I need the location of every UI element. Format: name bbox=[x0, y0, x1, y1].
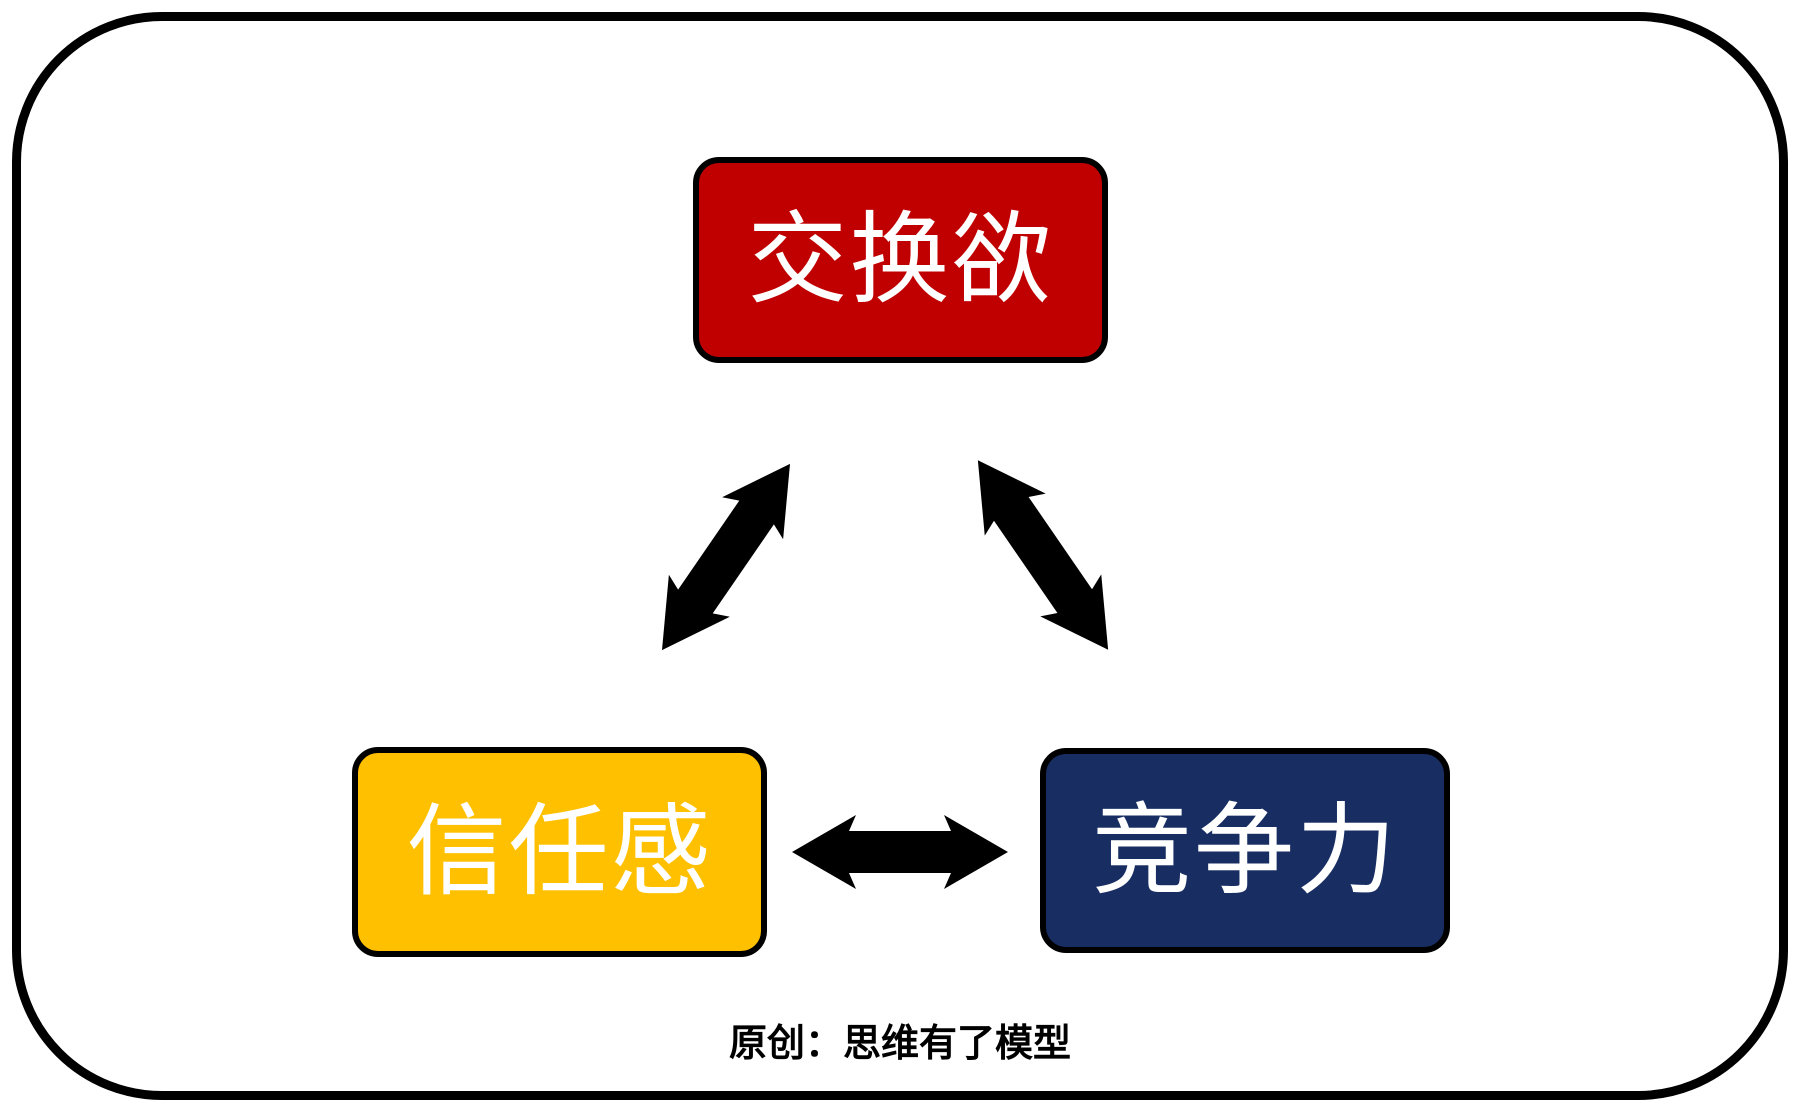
node-trust: 信任感 bbox=[352, 747, 767, 957]
rounded-frame-border bbox=[12, 12, 1788, 1100]
double-arrow-shape bbox=[977, 460, 1109, 650]
node-trust-label: 信任感 bbox=[406, 796, 713, 908]
caption-credit: 原创：思维有了模型 bbox=[728, 1023, 1071, 1065]
double-arrow-exchange-trust-icon bbox=[661, 463, 791, 651]
node-exchange-desire-label: 交换欲 bbox=[747, 204, 1054, 316]
double-arrow-trust-competitiveness-icon bbox=[792, 815, 1008, 889]
node-competitiveness: 竞争力 bbox=[1040, 748, 1450, 953]
double-arrow-shape bbox=[661, 463, 791, 651]
double-arrow-shape bbox=[792, 815, 1008, 889]
node-exchange-desire: 交换欲 bbox=[693, 157, 1108, 363]
node-competitiveness-label: 竞争力 bbox=[1092, 794, 1398, 907]
double-arrow-exchange-competitiveness-icon bbox=[977, 460, 1109, 650]
